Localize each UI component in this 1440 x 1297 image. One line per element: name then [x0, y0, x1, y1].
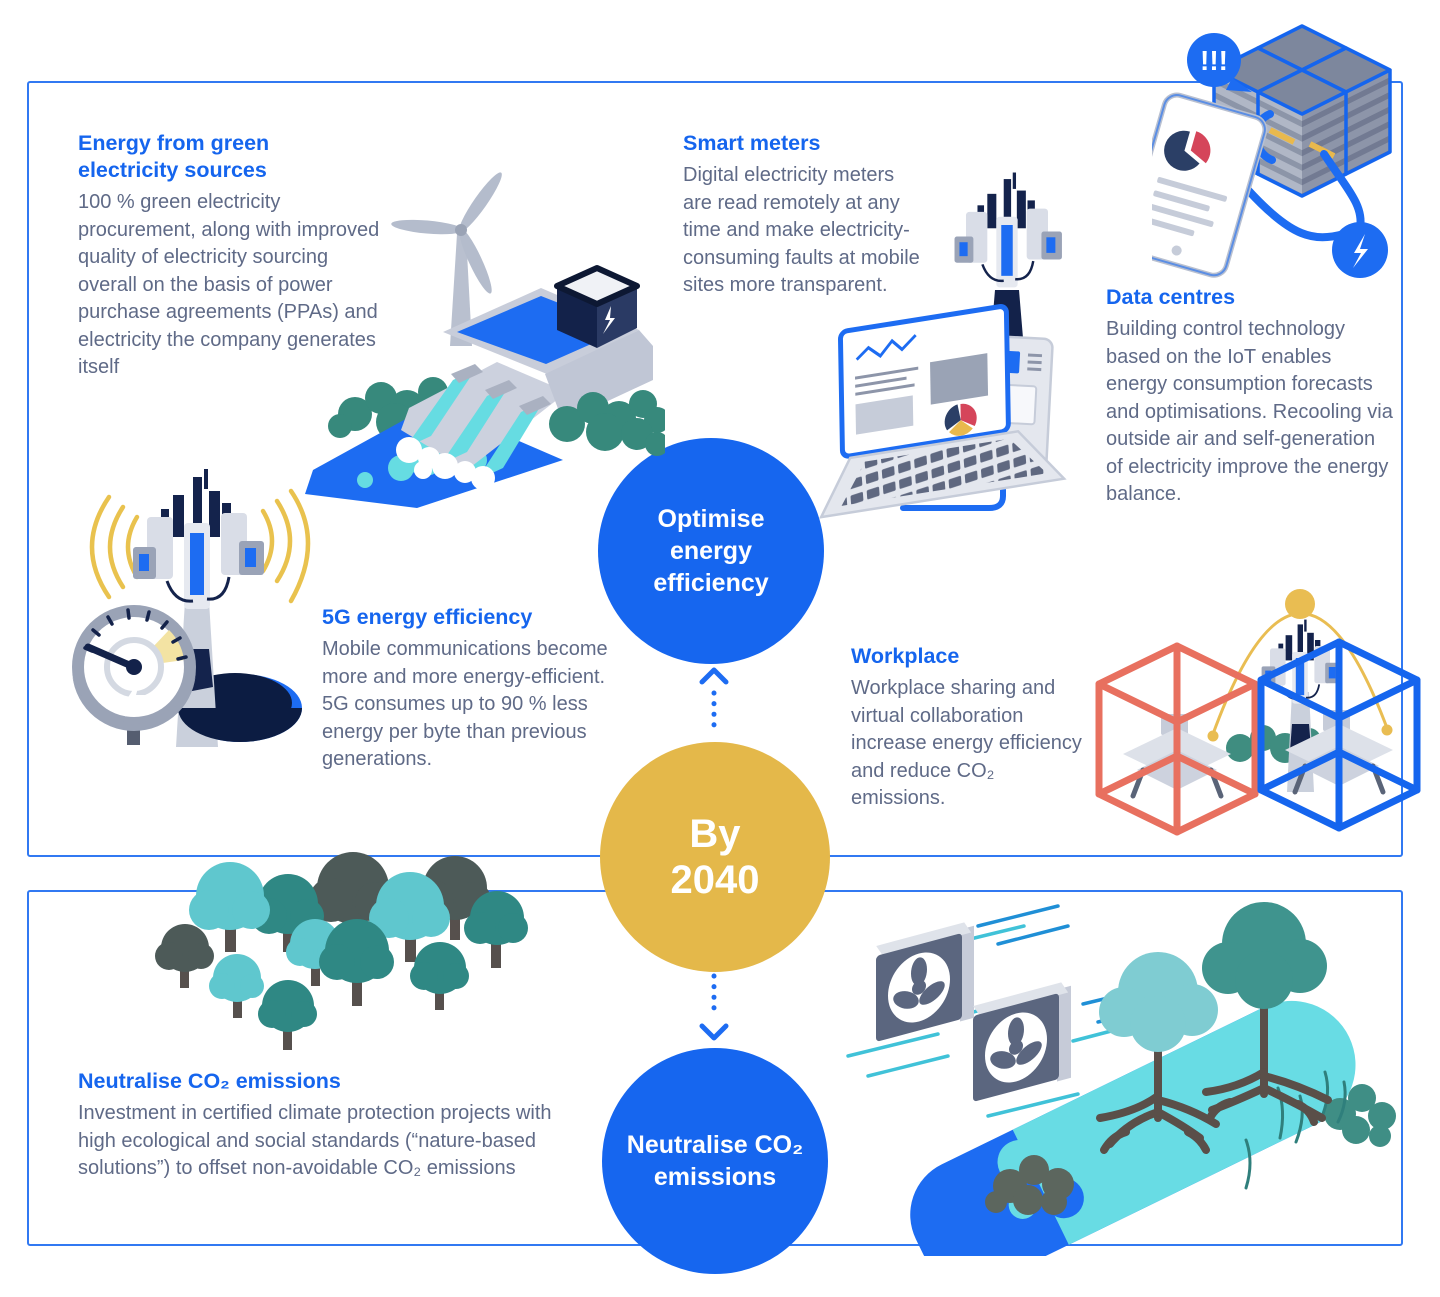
neutralise-circle: Neutralise CO₂ emissions — [602, 1048, 828, 1274]
svg-text:!!!: !!! — [1200, 45, 1228, 76]
tree — [258, 980, 317, 1050]
by-2040-circle: By 2040 — [600, 742, 830, 972]
power-gauge-icon — [72, 605, 196, 745]
bush-teal-icon — [1324, 1084, 1396, 1147]
tree — [464, 891, 528, 968]
neutralise-circle-label: Neutralise CO₂ emissions — [626, 1131, 804, 1191]
section-neutralise: Neutralise CO₂ emissions Investment in c… — [78, 1068, 588, 1183]
hole-front-icon — [178, 708, 302, 742]
tree — [319, 919, 394, 1006]
section-body: Building control technology based on the… — [1106, 318, 1393, 505]
fan-unit-icon — [973, 979, 1071, 1104]
pie-chart-icon — [944, 403, 977, 436]
data-centre-illustration: !!! — [1152, 24, 1392, 278]
office-cube-blue-icon — [1257, 638, 1421, 832]
generator-box-icon — [554, 265, 640, 348]
hydro-power-plant-illustration — [305, 172, 665, 508]
section-title: Data centres — [1106, 285, 1236, 309]
section-body: Digital electricity meters are read remo… — [683, 164, 920, 296]
section-title: 5G energy efficiency — [322, 605, 533, 629]
smart-meter-laptop-illustration — [818, 171, 1067, 519]
by-2040-line2: 2040 — [670, 858, 760, 902]
sun-arc-icon — [1207, 589, 1393, 742]
forest-icon — [155, 852, 528, 1050]
section-body: Workplace sharing and virtual collaborat… — [851, 677, 1082, 809]
wind-turbine-icon — [391, 172, 502, 346]
pie-chart-icon — [1164, 130, 1211, 171]
section-green-energy: Energy from green electricity sources 10… — [78, 130, 388, 382]
lightning-circle-icon — [1332, 222, 1388, 278]
5g-tower-gauge-illustration — [72, 467, 311, 747]
workplace-illustration — [1095, 589, 1421, 836]
optimise-circle-label: Optimise energy efficiency — [653, 505, 769, 597]
section-title: Energy from green electricity sources — [78, 131, 270, 182]
tree — [155, 924, 214, 988]
fan-unit-icon — [876, 919, 974, 1044]
laptop-icon — [818, 304, 1067, 519]
section-data-centres: Data centres Building control technology… — [1106, 284, 1406, 509]
by-2040-line1: By — [689, 812, 741, 856]
section-5g-efficiency: 5G energy efficiency Mobile communicatio… — [322, 604, 642, 774]
section-body: Investment in certified climate protecti… — [78, 1102, 552, 1179]
section-smart-meters: Smart meters Digital electricity meters … — [683, 130, 933, 300]
office-cube-red-icon — [1095, 642, 1259, 836]
tree — [369, 872, 450, 962]
section-title: Workplace — [851, 644, 960, 668]
server-racks-icon — [1212, 24, 1392, 198]
dam-icon — [396, 265, 653, 490]
section-title: Smart meters — [683, 131, 821, 155]
alert-bubble-icon: !!! — [1187, 33, 1252, 92]
tree — [209, 954, 264, 1018]
spillway-water-icon — [396, 364, 551, 490]
cable-icon — [900, 459, 1006, 511]
signal-waves-icon — [89, 488, 311, 604]
optimise-circle: Optimise energy efficiency — [598, 438, 824, 664]
arrow-down-icon — [699, 973, 729, 1041]
tree — [410, 942, 469, 1010]
bush-right-icon — [549, 390, 665, 456]
section-title: Neutralise CO₂ emissions — [78, 1069, 341, 1093]
forest-illustration — [155, 852, 528, 1050]
tablet-icon — [1152, 92, 1268, 278]
tree — [189, 862, 270, 952]
mangrove-illustration — [846, 902, 1396, 1256]
arrow-up-icon — [699, 667, 729, 737]
mangrove-tree-left-icon — [1096, 952, 1220, 1154]
bush-dark-icon — [985, 1155, 1074, 1215]
section-workplace: Workplace Workplace sharing and virtual … — [851, 643, 1091, 813]
section-body: Mobile communications become more and mo… — [322, 638, 608, 770]
section-body: 100 % green electricity procurement, alo… — [78, 191, 380, 378]
mangrove-tree-right-icon — [1202, 902, 1332, 1126]
